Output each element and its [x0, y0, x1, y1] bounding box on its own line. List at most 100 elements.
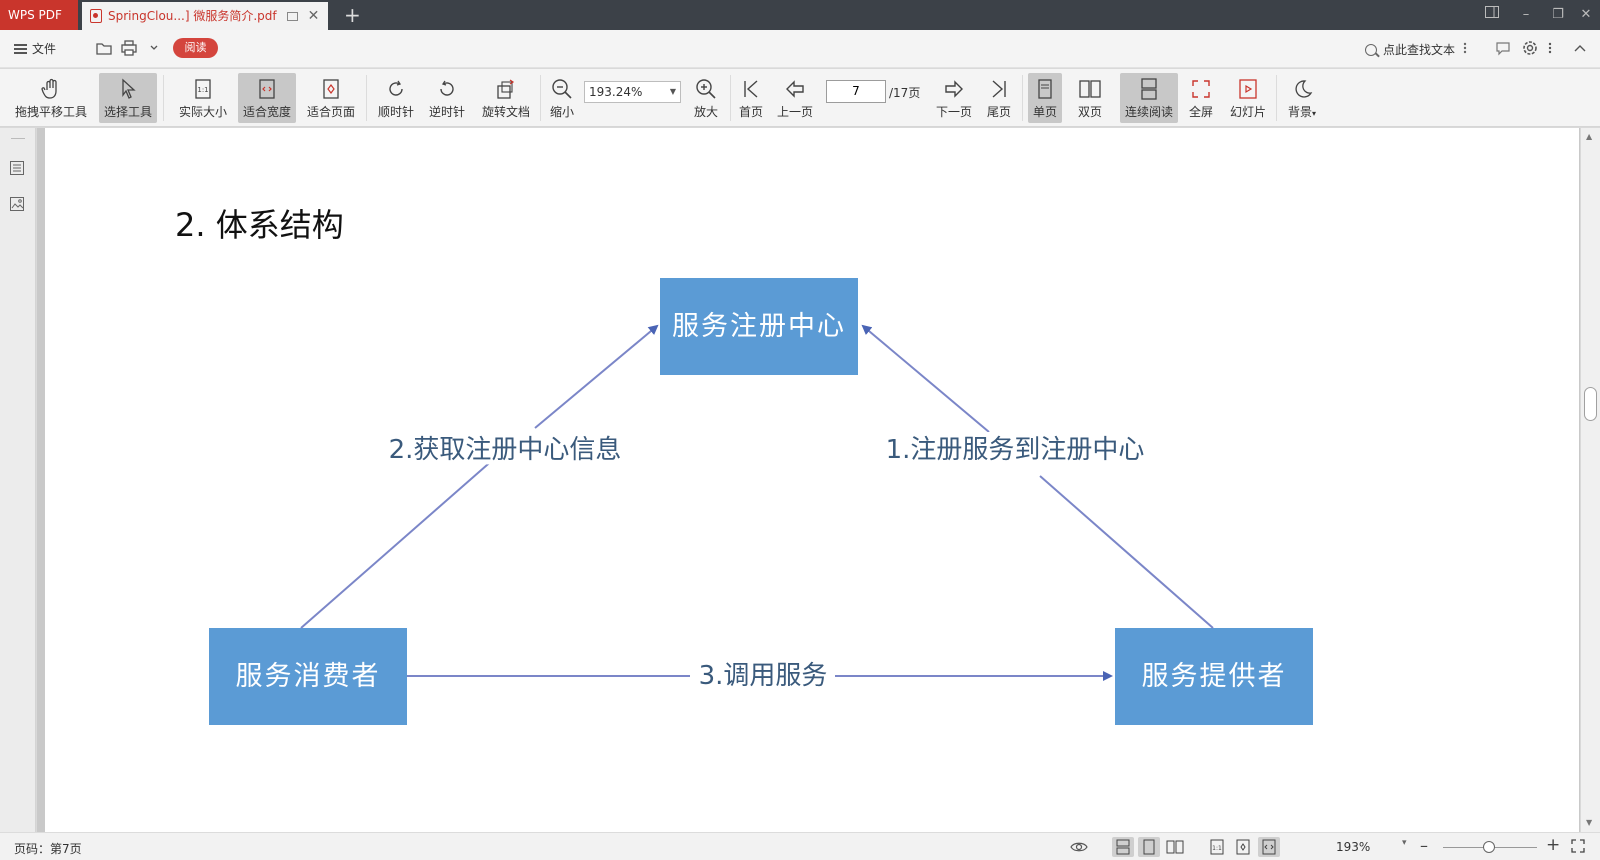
arrow-left-icon: [786, 80, 804, 98]
rotate-document-button[interactable]: 旋转文档: [478, 73, 534, 123]
pdf-page: 2. 体系结构 服务注册中心 服务消费者 服务提供者 2.获取注册中: [45, 128, 1579, 832]
monitor-icon[interactable]: [286, 11, 298, 21]
eye-protection-icon[interactable]: [1068, 837, 1090, 857]
scroll-down-icon[interactable]: ▼: [1586, 818, 1593, 827]
actual-size-icon[interactable]: 1:1: [1206, 837, 1228, 857]
fullscreen-label: 全屏: [1188, 105, 1213, 119]
double-page-button[interactable]: 双页: [1070, 73, 1110, 123]
close-tab-icon[interactable]: ✕: [307, 8, 320, 24]
thumbnail-icon[interactable]: [9, 196, 25, 212]
minimize-icon[interactable]: –: [1522, 7, 1530, 22]
find-text-search[interactable]: 点此查找文本: [1365, 41, 1455, 58]
registry-box: [660, 278, 858, 375]
double-view-icon[interactable]: [1164, 837, 1186, 857]
continuous-view-icon[interactable]: [1112, 837, 1134, 857]
double-page-icon: [1079, 80, 1101, 98]
document-tab[interactable]: SpringClou...] 微服务简介.pdf ✕: [82, 2, 328, 30]
actual-size-button[interactable]: 1:1 实际大小: [174, 73, 232, 123]
provider-label: 服务提供者: [1142, 661, 1287, 692]
chevron-down-icon[interactable]: [148, 39, 166, 57]
continuous-reading-button[interactable]: 连续阅读: [1120, 73, 1178, 123]
single-page-icon: [1038, 79, 1052, 99]
wps-app-tab[interactable]: WPS PDF: [0, 0, 78, 30]
restore-icon[interactable]: ❐: [1552, 7, 1564, 22]
fit-page-icon[interactable]: [1232, 837, 1254, 857]
pdf-icon: [90, 9, 102, 23]
slideshow-label: 幻灯片: [1229, 105, 1266, 119]
zoom-slider-knob[interactable]: [1483, 841, 1495, 853]
file-menu-label: 文件: [32, 42, 57, 56]
zoom-in-icon[interactable]: +: [1546, 835, 1561, 855]
architecture-diagram: 服务注册中心 服务消费者 服务提供者 2.获取注册中心信息 1.注册服务到注册中…: [209, 278, 1313, 725]
file-menu[interactable]: 文件: [14, 40, 56, 57]
sidebar-layout-icon[interactable]: [1478, 0, 1506, 30]
edge-register-label: 1.注册服务到注册中心: [886, 435, 1145, 465]
page-number-input[interactable]: 7: [826, 80, 886, 103]
hand-icon: [41, 78, 57, 99]
edge-get-info-label: 2.获取注册中心信息: [389, 435, 622, 465]
scrollbar-thumb[interactable]: [1584, 387, 1597, 421]
open-folder-icon[interactable]: [95, 39, 113, 57]
chevron-down-icon: ▼: [669, 87, 676, 96]
continuous-reading-label: 连续阅读: [1124, 105, 1173, 119]
zoom-level-dropdown[interactable]: 193.24% ▼: [584, 81, 681, 103]
rotate-counterclockwise-icon: [440, 80, 454, 96]
zoom-out-button[interactable]: 缩小: [546, 73, 578, 123]
vertical-scrollbar[interactable]: ▲ ▼: [1581, 128, 1600, 832]
single-view-icon[interactable]: [1138, 837, 1160, 857]
svg-text:1:1: 1:1: [1212, 845, 1222, 852]
gear-icon[interactable]: [1521, 39, 1539, 57]
new-tab-button[interactable]: +: [344, 3, 361, 27]
zoom-out-icon: [552, 79, 572, 99]
single-page-button[interactable]: 单页: [1028, 73, 1062, 123]
chevron-down-icon[interactable]: ▾: [1402, 838, 1407, 848]
background-label: 背景▾: [1287, 105, 1317, 119]
document-tab-title: SpringClou...] 微服务简介.pdf: [108, 9, 277, 23]
collapse-ribbon-icon[interactable]: [1572, 39, 1590, 57]
more-options-icon[interactable]: [1547, 39, 1565, 57]
fit-width-label: 适合宽度: [242, 105, 291, 119]
arrow-right-icon: [945, 80, 963, 98]
fullscreen-button[interactable]: 全屏: [1184, 73, 1218, 123]
fit-page-button[interactable]: 适合页面: [302, 73, 360, 123]
scroll-up-icon[interactable]: ▲: [1586, 132, 1593, 141]
more-options-icon[interactable]: [1462, 39, 1480, 57]
next-page-button[interactable]: 下一页: [934, 73, 974, 123]
slideshow-button[interactable]: 幻灯片: [1226, 73, 1270, 123]
background-button[interactable]: 背景▾: [1282, 73, 1322, 123]
left-sidebar: [0, 128, 36, 832]
fit-width-icon[interactable]: [1258, 837, 1280, 857]
rotate-clockwise-icon: [389, 80, 403, 96]
print-icon[interactable]: [120, 39, 138, 57]
read-mode-button[interactable]: 阅读: [173, 38, 218, 58]
last-page-button[interactable]: 尾页: [984, 73, 1014, 123]
rotate-clockwise-button[interactable]: 顺时针: [373, 73, 419, 123]
zoom-in-button[interactable]: 放大: [690, 73, 722, 123]
zoom-level-value: 193.24%: [589, 85, 643, 99]
fit-width-button[interactable]: 适合宽度: [238, 73, 296, 123]
continuous-reading-icon: [1141, 78, 1157, 100]
pan-tool-button[interactable]: 拖拽平移工具: [12, 73, 90, 123]
fullscreen-icon[interactable]: [1570, 838, 1586, 857]
first-page-icon: [744, 80, 758, 98]
single-page-label: 单页: [1032, 105, 1057, 119]
toolbar-divider: [730, 75, 731, 121]
rotate-document-icon: [497, 79, 515, 99]
document-viewport[interactable]: 2. 体系结构 服务注册中心 服务消费者 服务提供者 2.获取注册中: [37, 128, 1580, 832]
edge-invoke-label: 3.调用服务: [699, 661, 828, 691]
close-window-icon[interactable]: ✕: [1580, 7, 1592, 22]
outline-icon[interactable]: [9, 160, 25, 176]
zoom-out-icon[interactable]: –: [1420, 836, 1428, 855]
previous-page-button[interactable]: 上一页: [775, 73, 815, 123]
consumer-box: [209, 628, 407, 725]
fit-width-icon: [259, 79, 275, 99]
consumer-label: 服务消费者: [236, 661, 381, 692]
first-page-button[interactable]: 首页: [736, 73, 766, 123]
actual-size-label: 实际大小: [178, 105, 227, 119]
slideshow-icon: [1239, 79, 1257, 99]
rotate-counterclockwise-button[interactable]: 逆时针: [424, 73, 470, 123]
toolbar-divider: [1276, 75, 1277, 121]
select-tool-button[interactable]: 选择工具: [99, 73, 157, 123]
page-total: /17页: [889, 86, 921, 100]
comment-icon[interactable]: [1494, 39, 1512, 57]
